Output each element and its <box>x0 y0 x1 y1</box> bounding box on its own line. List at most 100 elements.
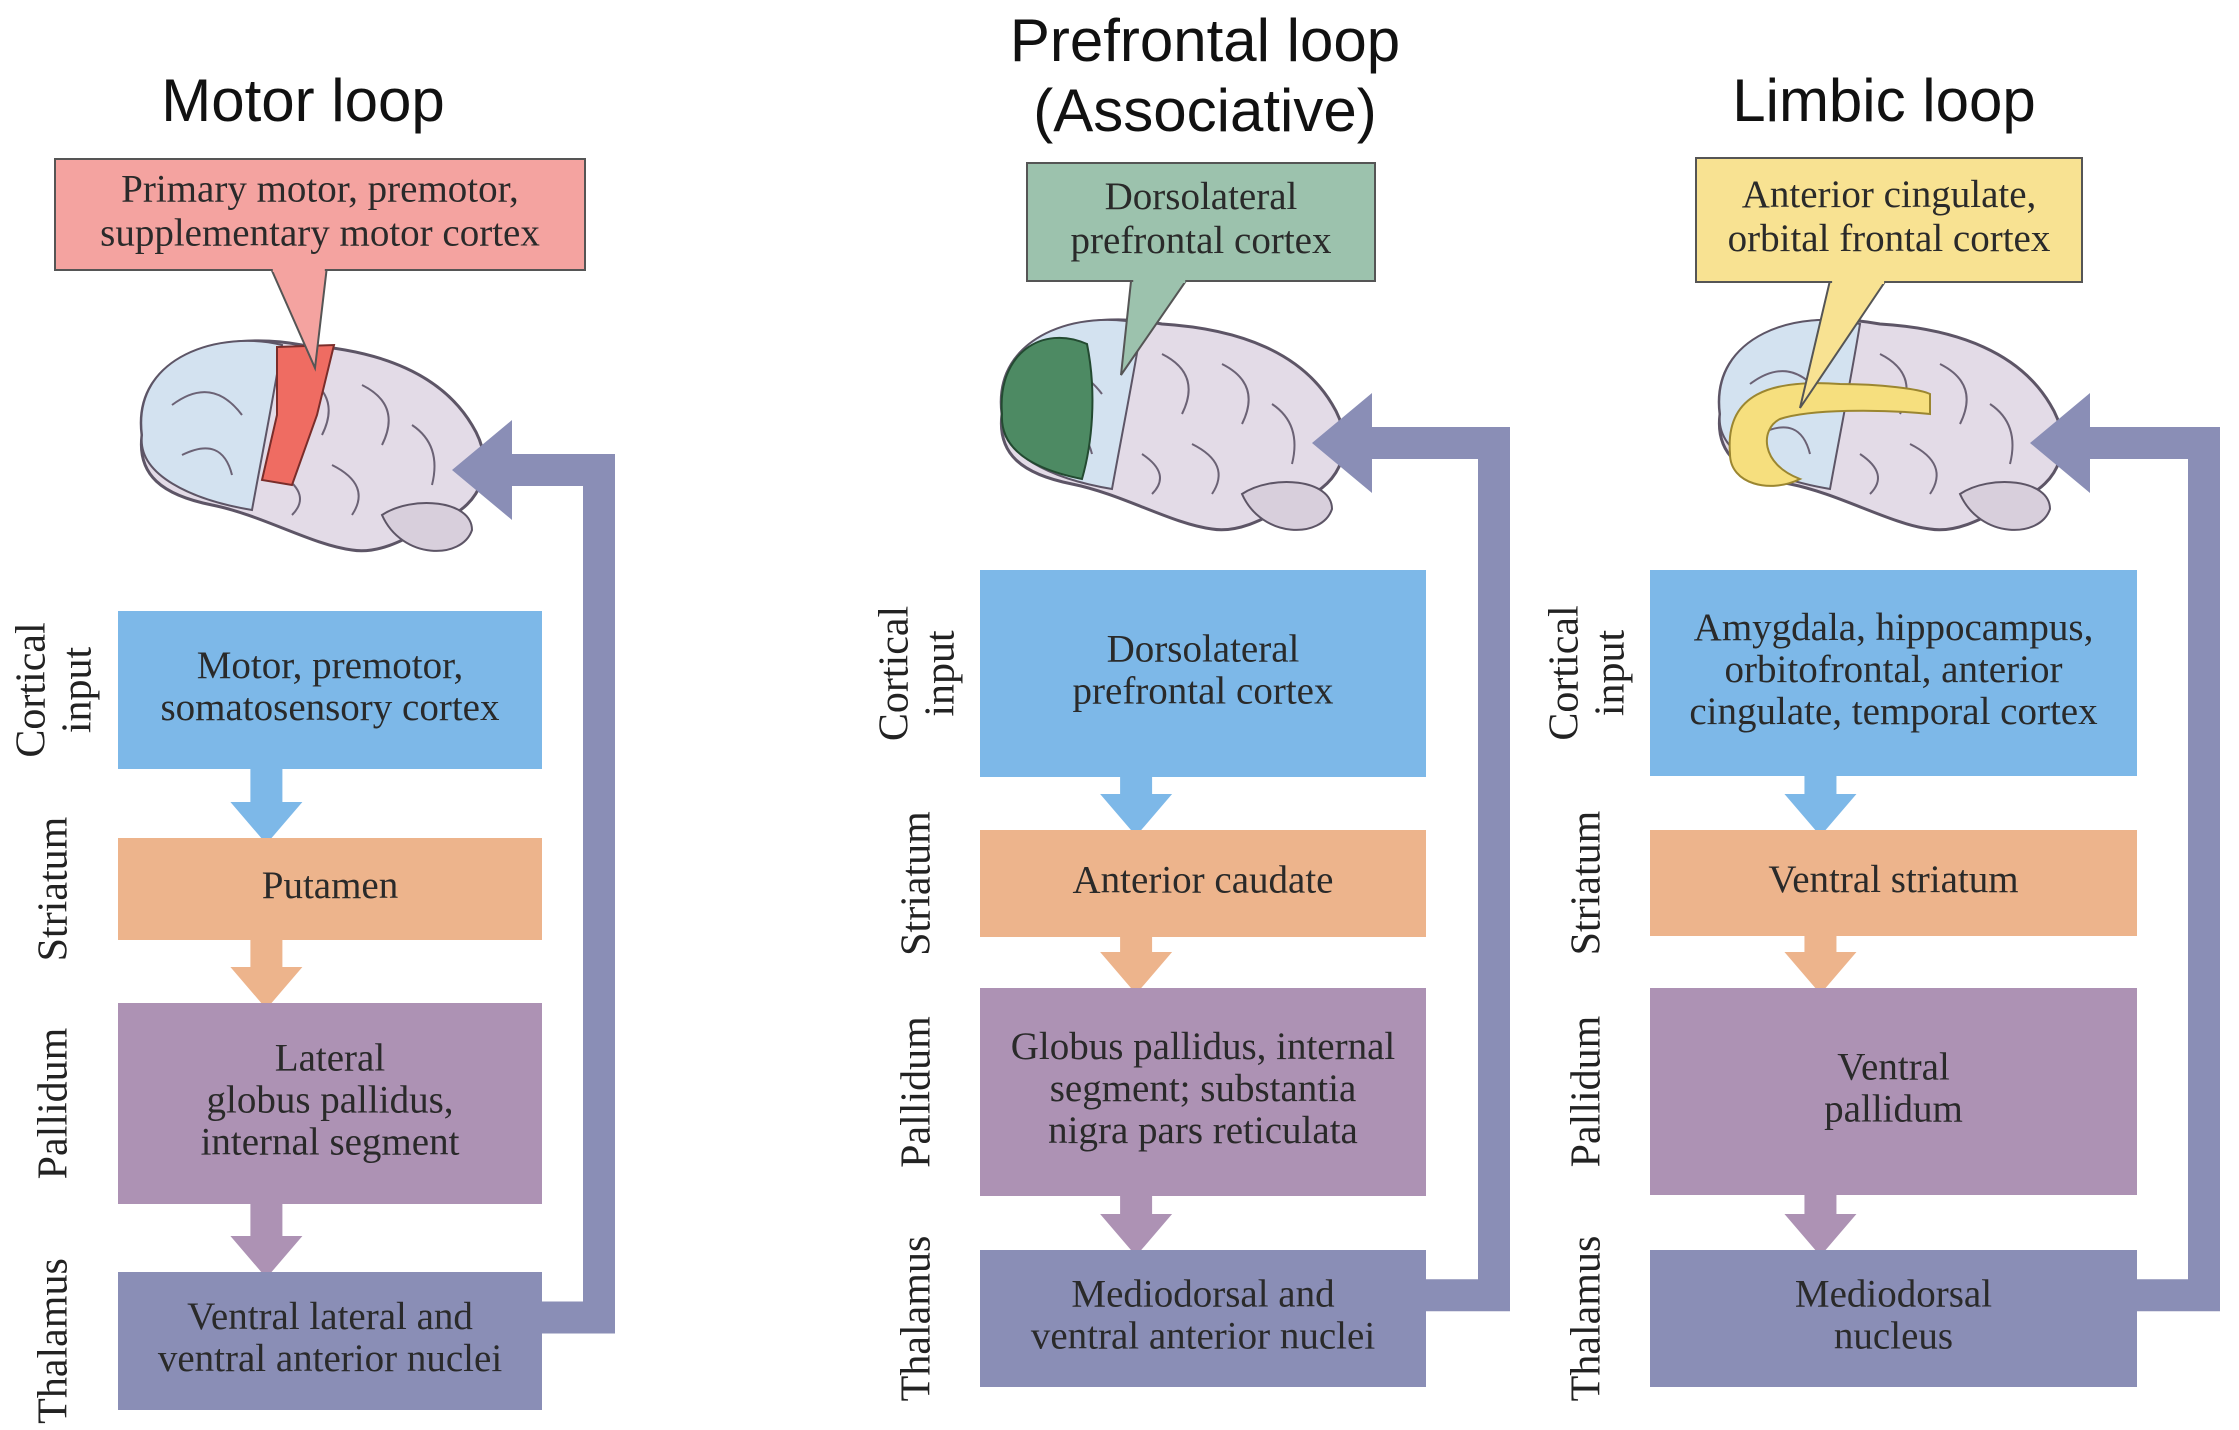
stage-side-label: Striatum <box>1564 810 1610 955</box>
stage-side-label-text: Pallidum <box>894 1016 940 1168</box>
cortical-input-box-label: prefrontal cortex <box>1073 669 1334 712</box>
pallidum-box <box>980 988 1426 1196</box>
gyrus-line-icon <box>331 464 360 516</box>
stage-side-label-text: Striatum <box>894 811 940 956</box>
striatum-box <box>980 830 1426 937</box>
feedback-arrow-icon <box>2030 393 2220 1312</box>
gyrus-line-icon <box>1271 403 1296 465</box>
gyrus-line-icon <box>171 391 243 416</box>
motor-strip-highlight-icon <box>260 343 336 487</box>
cerebellum-icon <box>1958 481 2052 531</box>
thalamus-box-label: nucleus <box>1834 1314 1953 1357</box>
loop-title: Motor loop <box>161 67 444 134</box>
gyrus-line-icon <box>1989 403 2014 465</box>
cingulate-highlight-icon <box>1728 382 1931 487</box>
down-arrow-icon <box>1784 774 1857 836</box>
stage-side-label: Striatum <box>31 816 77 961</box>
cortical-input-box-label: Motor, premotor, <box>197 644 464 687</box>
gyrus-line-icon <box>1939 363 1968 425</box>
down-arrow-icon <box>1784 1193 1857 1256</box>
callout-label: Anterior cingulate, <box>1742 173 2037 216</box>
pallidum-box-label: globus pallidus, <box>206 1078 453 1121</box>
cortical-input-box-label: somatosensory cortex <box>160 686 500 729</box>
callout-box <box>1695 157 2083 283</box>
stage-side-label-text: Thalamus <box>31 1258 77 1424</box>
cortical-input-box <box>980 570 1426 777</box>
stage-side-label-text: Thalamus <box>1564 1236 1610 1402</box>
gyrus-line-icon <box>361 384 390 446</box>
down-arrow-icon <box>1100 935 1173 994</box>
stage-side-label-text: Thalamus <box>894 1236 940 1402</box>
thalamus-box <box>980 1250 1426 1387</box>
stage-side-label-text: Pallidum <box>31 1027 77 1179</box>
callout-box <box>1026 162 1376 282</box>
pallidum-box-label: nigra pars reticulata <box>1048 1109 1358 1152</box>
gyrus-line-icon <box>1221 363 1250 425</box>
stage-side-label-text: input <box>1588 630 1634 717</box>
pallidum-box-label: pallidum <box>1824 1087 1963 1130</box>
striatum-box-label: Putamen <box>262 864 398 907</box>
loop-title: (Associative) <box>1033 77 1376 144</box>
stage-side-label-text: input <box>55 647 101 734</box>
prefrontal-highlight-icon <box>1000 336 1094 481</box>
gyrus-line-icon <box>1191 443 1220 495</box>
down-arrow-icon <box>1784 934 1857 994</box>
stage-side-label-text: Striatum <box>31 816 77 961</box>
feedback-arrow-icon <box>452 420 615 1334</box>
thalamus-box-label: Ventral lateral and <box>187 1295 473 1338</box>
gyrus-line-icon <box>411 424 436 486</box>
cortical-input-box <box>1650 570 2137 776</box>
thalamus-box <box>1650 1250 2137 1387</box>
stage-side-label-text: input <box>918 630 964 717</box>
down-arrow-icon <box>1100 775 1173 836</box>
callout-seam <box>1832 279 1885 284</box>
pallidum-box <box>1650 988 2137 1195</box>
cortical-input-box-label: Amygdala, hippocampus, <box>1694 606 2094 649</box>
striatum-box-label: Ventral striatum <box>1768 858 2018 901</box>
cortical-input-box-label: cingulate, temporal cortex <box>1689 690 2098 733</box>
stage-side-label: Striatum <box>894 811 940 956</box>
callout-label: Dorsolateral <box>1105 175 1298 218</box>
pallidum-box-label: Lateral <box>275 1036 386 1079</box>
striatum-box-label: Anterior caudate <box>1073 858 1334 901</box>
pallidum-box-label: Ventral <box>1837 1045 1950 1088</box>
stage-side-label: Thalamus <box>894 1236 940 1402</box>
cerebellum-icon <box>1240 481 1334 531</box>
callout-seam <box>272 267 325 272</box>
gyrus-line-icon <box>1161 353 1190 415</box>
stage-side-label-text: Cortical <box>1542 605 1588 740</box>
striatum-box <box>1650 830 2137 936</box>
pallidum-box <box>118 1003 542 1204</box>
thalamus-box-label: Mediodorsal <box>1795 1272 1992 1315</box>
loop-column: Prefrontal loop(Associative) Dorsolateral… <box>872 7 1510 1401</box>
cerebellum-icon <box>380 502 474 552</box>
loop-title: Limbic loop <box>1732 67 2036 134</box>
stage-side-label-text: Cortical <box>9 622 55 757</box>
pallidum-box-label: segment; substantia <box>1050 1067 1357 1110</box>
stage-side-label-text: Pallidum <box>1564 1015 1610 1167</box>
gyrus-line-icon <box>1859 453 1879 495</box>
gyrus-line-icon <box>181 447 233 476</box>
stage-side-label: Pallidum <box>31 1027 77 1179</box>
stage-side-label-text: Striatum <box>1564 810 1610 955</box>
callout-seam <box>1133 278 1186 283</box>
cortical-input-box-label: orbitofrontal, anterior <box>1725 648 2063 691</box>
down-arrow-icon <box>230 1202 303 1278</box>
gyrus-line-icon <box>1141 453 1161 495</box>
pallidum-box-label: internal segment <box>201 1120 460 1163</box>
loop-title: Prefrontal loop <box>1010 7 1400 74</box>
down-arrow-icon <box>1100 1194 1173 1256</box>
down-arrow-icon <box>230 938 303 1009</box>
frontal-lobe-icon <box>140 339 284 512</box>
thalamus-box-label: Mediodorsal and <box>1071 1272 1335 1315</box>
thalamus-box-label: ventral anterior nuclei <box>1031 1314 1375 1357</box>
down-arrow-icon <box>230 767 303 844</box>
cortical-input-box <box>118 611 542 769</box>
pallidum-box-label: Globus pallidus, internal <box>1011 1025 1396 1068</box>
